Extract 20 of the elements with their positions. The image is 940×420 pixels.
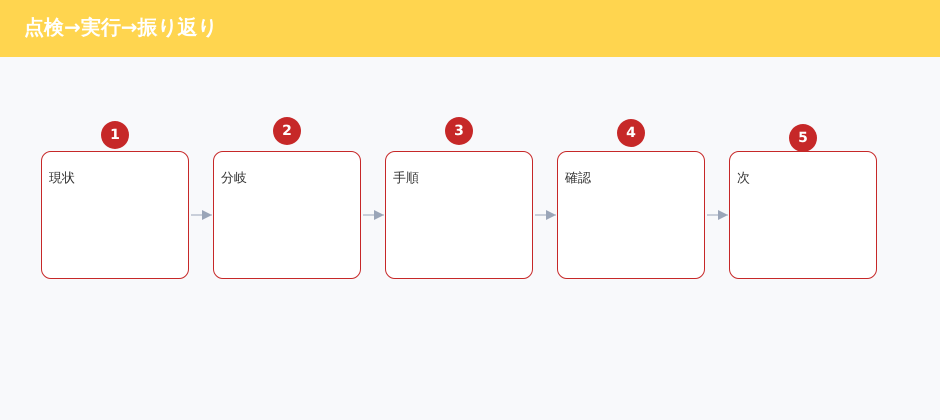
arrow — [190, 210, 212, 220]
step-label: 次 — [737, 170, 750, 187]
step-box — [729, 151, 877, 279]
arrow — [362, 210, 384, 220]
step-number-badge: 5 — [789, 124, 817, 152]
step-label: 分岐 — [221, 170, 247, 187]
step-box — [41, 151, 189, 279]
arrow — [534, 210, 556, 220]
step-label: 現状 — [49, 170, 75, 187]
step-label: 確認 — [565, 170, 591, 187]
step-number-badge: 2 — [273, 117, 301, 145]
step-box — [385, 151, 533, 279]
step-box — [557, 151, 705, 279]
arrow — [706, 210, 728, 220]
step-box — [213, 151, 361, 279]
step-number-badge: 3 — [445, 117, 473, 145]
step-label: 手順 — [393, 170, 419, 187]
step-number-badge: 1 — [101, 121, 129, 149]
step-number-badge: 4 — [617, 119, 645, 147]
title: 点検→実行→振り返り — [24, 14, 218, 41]
